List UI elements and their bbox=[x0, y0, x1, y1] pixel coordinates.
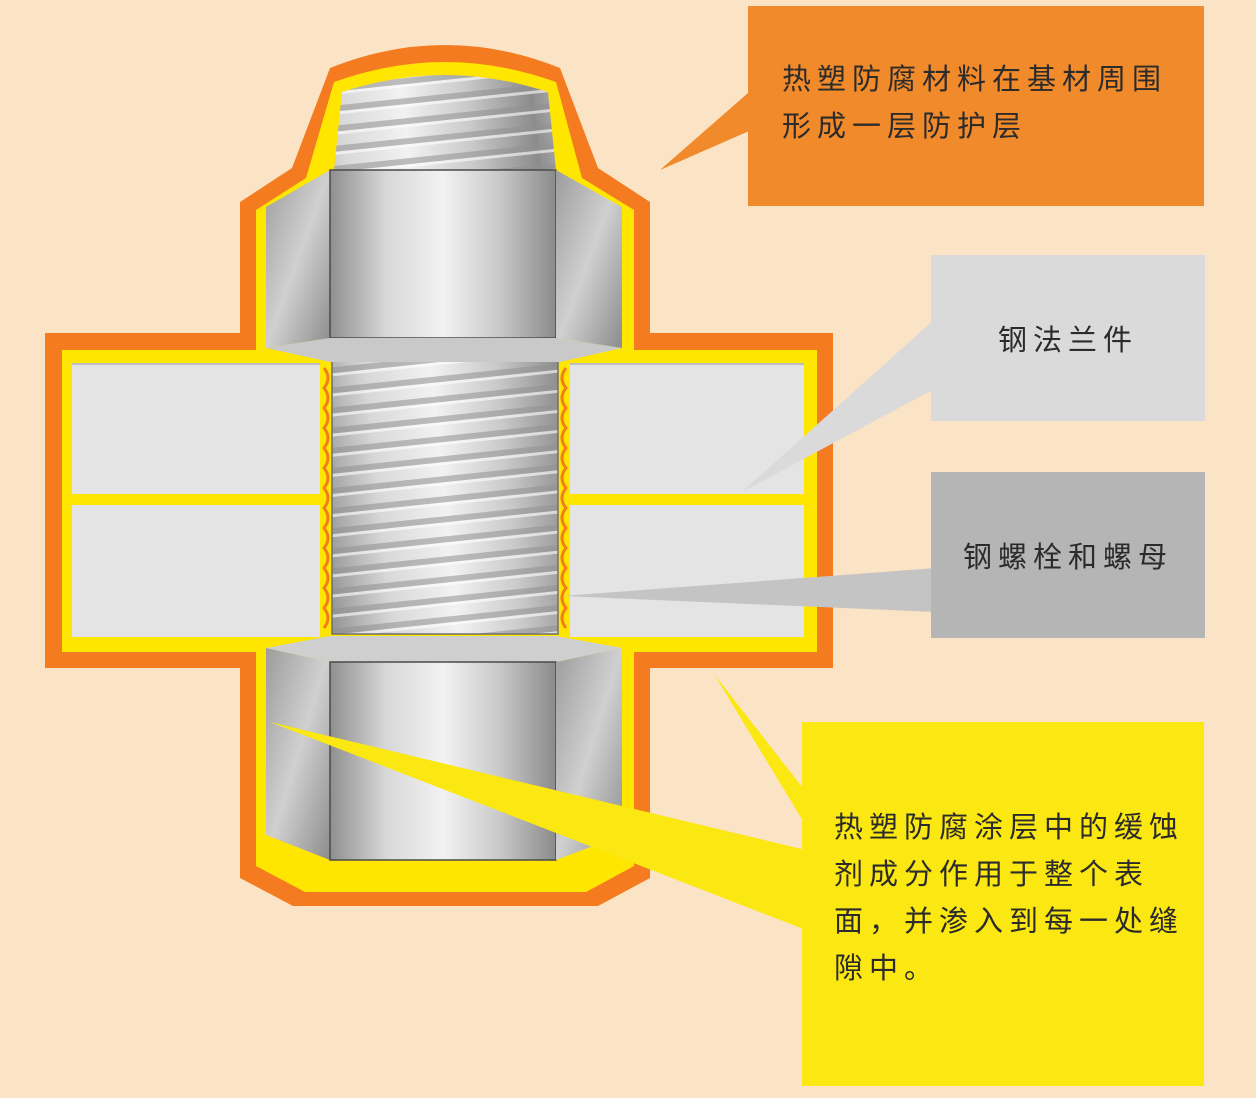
bolt-head bbox=[266, 636, 622, 861]
thread-edge-right bbox=[560, 367, 568, 629]
pointer-bolt bbox=[562, 568, 936, 612]
pointer-inhibitor-2 bbox=[270, 722, 806, 930]
callout-bolt-text: 钢螺栓和螺母 bbox=[962, 540, 1173, 574]
callout-coating-layer: 热塑防腐材料在基材周围形成一层防护层 bbox=[748, 6, 1204, 206]
steel-bolt bbox=[331, 75, 559, 635]
callout-steel-bolt-nut: 钢螺栓和螺母 bbox=[931, 472, 1205, 638]
callout-inhibitor: 热塑防腐涂层中的缓蚀剂成分作用于整个表面，并渗入到每一处缝隙中。 bbox=[802, 722, 1204, 1086]
pointer-flange bbox=[742, 318, 936, 492]
callout-flange-text: 钢法兰件 bbox=[997, 323, 1138, 357]
callout-coating-text: 热塑防腐材料在基材周围形成一层防护层 bbox=[782, 62, 1168, 143]
steel-flange bbox=[72, 363, 804, 637]
pointer-inhibitor bbox=[714, 674, 806, 826]
top-nut bbox=[266, 169, 622, 362]
callout-inhibitor-text: 热塑防腐涂层中的缓蚀剂成分作用于整个表面，并渗入到每一处缝隙中。 bbox=[834, 810, 1185, 985]
thread-edge-left bbox=[322, 367, 330, 629]
callout-steel-flange: 钢法兰件 bbox=[931, 255, 1205, 421]
pointer-coating bbox=[660, 86, 756, 170]
